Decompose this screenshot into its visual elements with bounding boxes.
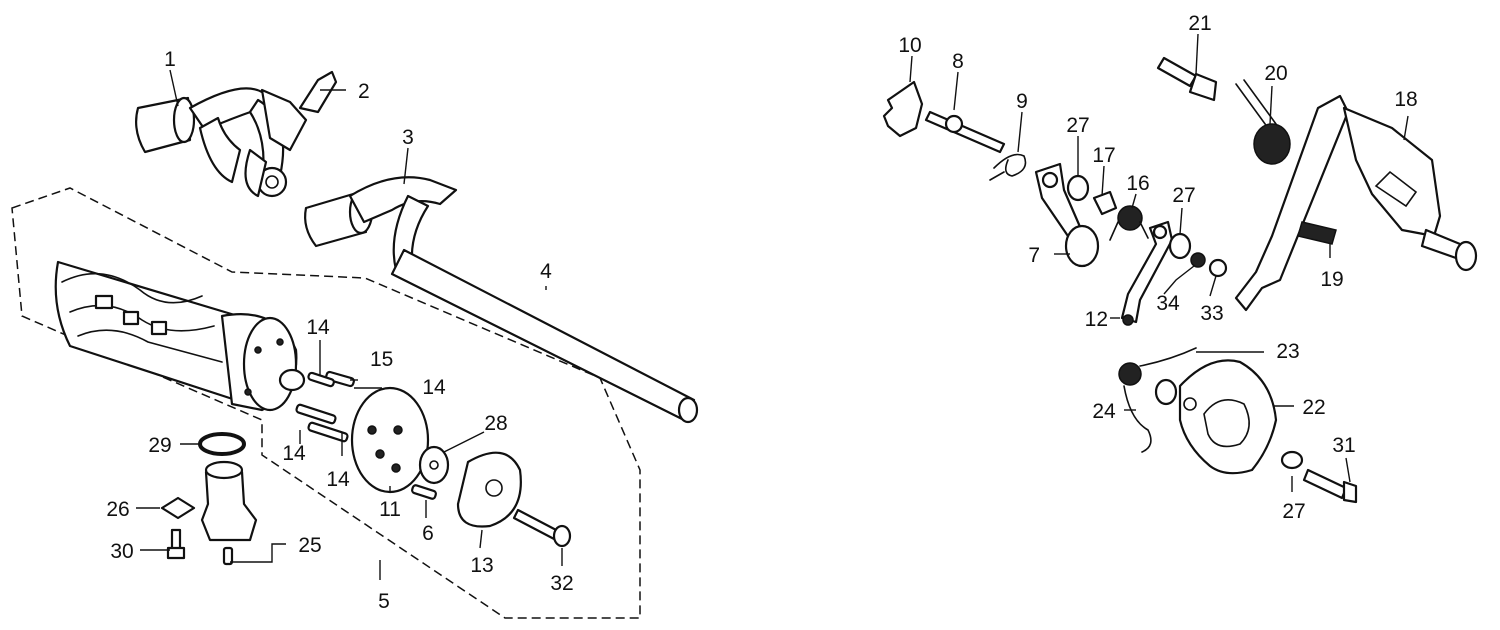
callout-27c: 27: [1282, 500, 1305, 523]
spring-9: [989, 153, 1027, 181]
washer-27a: [1066, 174, 1090, 202]
shift-drum-5: [54, 260, 306, 412]
drum-pins-14-15: [295, 370, 355, 443]
washer-27b: [1168, 232, 1192, 260]
leader-lines: [136, 33, 1409, 580]
guide-plate-22: [1178, 359, 1278, 475]
shift-fork-2: [244, 70, 338, 198]
shift-arm-18: [1234, 94, 1478, 312]
callout-28: 28: [484, 412, 507, 435]
bolt-8: [924, 110, 1006, 154]
spring-16: [1109, 205, 1149, 241]
callout-17: 17: [1092, 144, 1115, 167]
callout-27b: 27: [1172, 184, 1195, 207]
callout-4: 4: [540, 260, 552, 283]
callout-14b: 14: [422, 376, 446, 399]
callout-7: 7: [1028, 244, 1040, 267]
o-ring-29: [198, 432, 246, 456]
spring-20: [1235, 79, 1291, 165]
callout-34: 34: [1156, 292, 1180, 315]
callout-24: 24: [1092, 400, 1116, 423]
callout-30: 30: [110, 540, 133, 563]
bolt-32: [512, 508, 572, 548]
spring-19: [1297, 221, 1337, 245]
callout-26: 26: [106, 498, 129, 521]
collar-17: [1092, 190, 1118, 216]
callout-1: 1: [164, 48, 176, 71]
callout-3: 3: [402, 126, 414, 149]
callout-6: 6: [422, 522, 434, 545]
callout-19: 19: [1320, 268, 1343, 291]
pin-6: [411, 484, 437, 500]
callout-22: 22: [1302, 396, 1325, 419]
callout-15: 15: [370, 348, 393, 371]
bolt-30: [166, 528, 186, 560]
collar-23: [1154, 378, 1178, 406]
callout-2: 2: [358, 80, 370, 103]
nut-33: [1208, 258, 1228, 278]
nut-34: [1190, 252, 1206, 268]
callout-10: 10: [898, 34, 921, 57]
callout-32: 32: [550, 572, 573, 595]
callout-13: 13: [470, 554, 493, 577]
switch-body: [200, 460, 258, 542]
callout-29: 29: [148, 434, 171, 457]
washer-27c: [1280, 450, 1304, 470]
callout-31: 31: [1332, 434, 1355, 457]
bolt-21: [1156, 56, 1218, 102]
arm-12: [1120, 220, 1174, 326]
callout-33: 33: [1200, 302, 1223, 325]
shift-fork-3: [304, 176, 458, 278]
callout-12: 12: [1085, 308, 1108, 331]
screw-25: [222, 546, 234, 566]
assembly-boundary-dashed: [11, 187, 641, 619]
callout-14a: 14: [306, 316, 330, 339]
shift-fork-1: [135, 87, 288, 198]
callout-labels: 1 2 3 4 5 6 7 8 9 10 11 12 13 14 14 14 1…: [106, 12, 1417, 613]
gasket-26: [160, 496, 196, 520]
bracket-10: [882, 80, 924, 138]
shift-shaft-4: [390, 248, 699, 424]
callout-21: 21: [1188, 12, 1211, 35]
callout-8: 8: [952, 50, 964, 73]
callout-25: 25: [298, 534, 321, 557]
drum-plate-11: [350, 386, 430, 494]
callout-16: 16: [1126, 172, 1149, 195]
callout-11: 11: [379, 498, 401, 521]
callout-20: 20: [1264, 62, 1287, 85]
callout-14d: 14: [326, 468, 350, 491]
callout-23: 23: [1276, 340, 1299, 363]
callout-9: 9: [1016, 90, 1028, 113]
callout-27a: 27: [1066, 114, 1089, 137]
stopper-plate-13: [456, 451, 522, 528]
callout-18: 18: [1394, 88, 1417, 111]
spring-24: [1118, 347, 1197, 453]
arm-7: [1034, 162, 1100, 268]
bolt-31: [1302, 468, 1358, 504]
callout-14c: 14: [282, 442, 306, 465]
drum-cam-28: [418, 445, 450, 485]
callout-5: 5: [378, 590, 390, 613]
